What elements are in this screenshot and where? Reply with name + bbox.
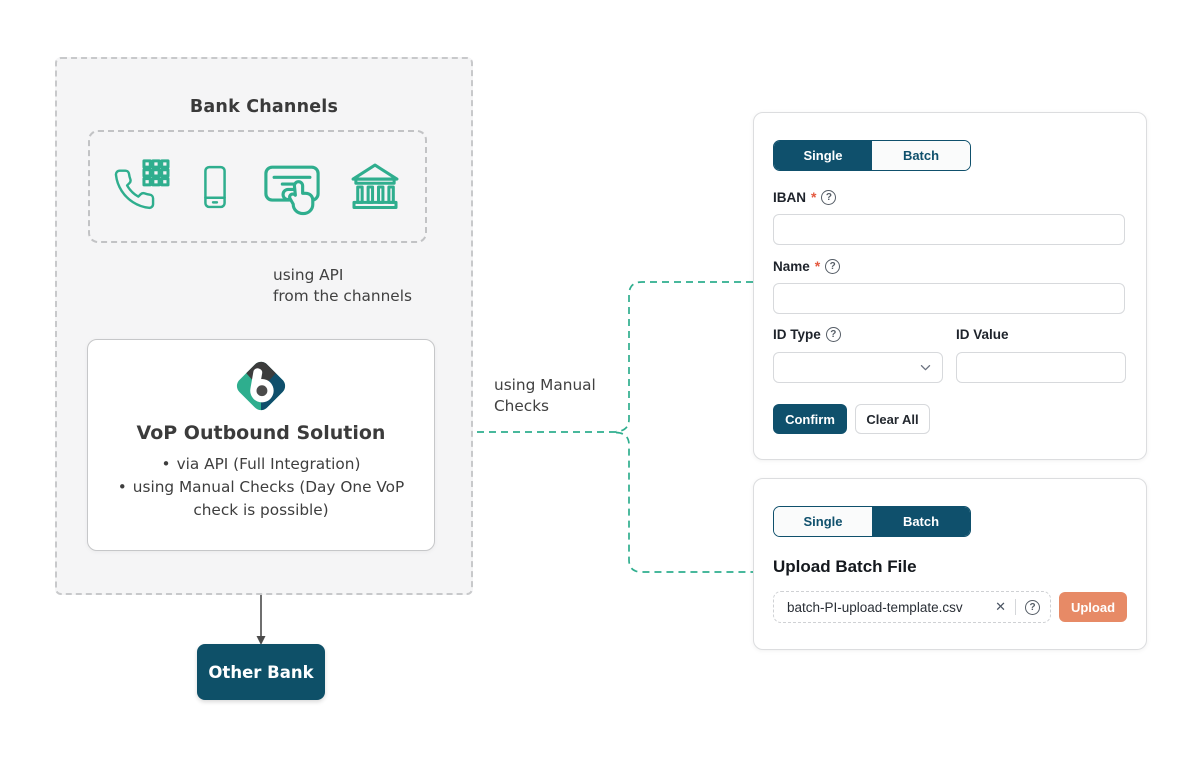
iban-help-icon[interactable]: ? <box>821 189 837 205</box>
id-type-select[interactable] <box>773 352 943 383</box>
upload-button[interactable]: Upload <box>1059 592 1127 622</box>
tab-batch[interactable]: Batch <box>872 141 970 170</box>
vop-bullet: •using Manual Checks (Day One VoP check … <box>117 477 405 519</box>
vop-logo-icon <box>236 358 289 414</box>
vop-outbound-solution-box: VoP Outbound Solution •via API (Full Int… <box>87 339 435 551</box>
other-bank-node: Other Bank <box>197 644 325 700</box>
batch-upload-panel: Single Batch Upload Batch File batch-PI-… <box>753 478 1147 650</box>
chip-divider <box>1015 599 1016 615</box>
single-batch-toggle: Single Batch <box>773 506 971 537</box>
id-value-input[interactable] <box>956 352 1126 383</box>
required-asterisk: * <box>814 258 821 274</box>
batch-file-field[interactable]: batch-PI-upload-template.csv ✕ ? <box>773 591 1051 623</box>
name-label: Name * ? <box>773 258 841 274</box>
id-type-help-icon[interactable]: ? <box>825 327 841 342</box>
name-help-icon[interactable]: ? <box>825 258 841 274</box>
iban-input[interactable] <box>773 214 1125 245</box>
confirm-button[interactable]: Confirm <box>773 404 847 434</box>
name-input[interactable] <box>773 283 1125 314</box>
using-manual-checks-label: using Manual Checks <box>494 376 596 415</box>
bank-branch-icon <box>351 163 399 209</box>
chevron-down-icon <box>920 365 931 371</box>
clear-all-button[interactable]: Clear All <box>855 404 930 434</box>
vop-box-title: VoP Outbound Solution <box>136 422 386 444</box>
mobile-phone-icon <box>204 165 227 208</box>
phone-keypad-icon <box>114 158 170 209</box>
vop-bullet-list: •via API (Full Integration) •using Manua… <box>100 453 422 522</box>
iban-label: IBAN * ? <box>773 189 837 205</box>
tab-single[interactable]: Single <box>774 507 872 536</box>
batch-file-name: batch-PI-upload-template.csv <box>787 599 963 615</box>
upload-batch-file-heading: Upload Batch File <box>773 557 917 576</box>
single-batch-toggle: Single Batch <box>773 140 971 171</box>
required-asterisk: * <box>811 189 817 205</box>
bank-channels-icons-box <box>88 130 427 243</box>
id-type-label: ID Type ? <box>773 327 841 342</box>
tab-batch[interactable]: Batch <box>872 507 970 536</box>
bank-channels-title: Bank Channels <box>189 97 339 117</box>
remove-file-icon[interactable]: ✕ <box>995 599 1006 614</box>
single-check-panel: Single Batch IBAN * ? Name * ? ID Type ?… <box>753 112 1147 460</box>
vop-bullet: •via API (Full Integration) <box>161 455 361 473</box>
file-help-icon[interactable]: ? <box>1025 599 1040 615</box>
using-api-label: using API from the channels <box>273 266 412 305</box>
id-value-label: ID Value <box>956 327 1009 342</box>
tab-single[interactable]: Single <box>774 141 872 170</box>
online-banking-click-icon <box>263 165 320 215</box>
